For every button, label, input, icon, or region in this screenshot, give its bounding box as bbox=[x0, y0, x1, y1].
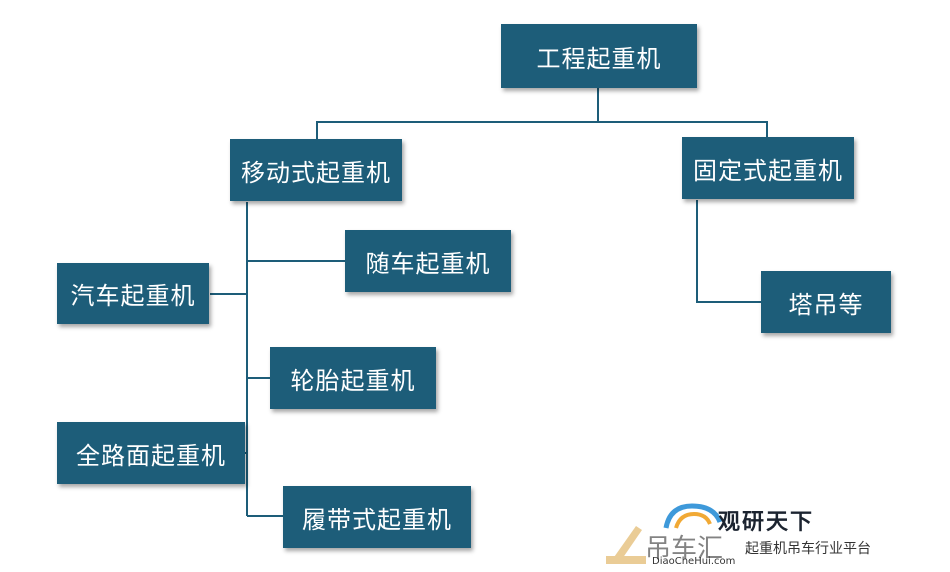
node-tower: 塔吊等 bbox=[761, 271, 891, 333]
node-truck: 汽车起重机 bbox=[57, 263, 209, 324]
watermark-logo-text: 观研天下 bbox=[718, 510, 815, 535]
watermark-brand: 吊车汇 bbox=[645, 534, 724, 564]
node-mobile: 移动式起重机 bbox=[230, 139, 402, 201]
watermark-slogan: 起重机吊车行业平台 bbox=[745, 541, 871, 557]
watermark-logo-icon bbox=[663, 503, 723, 529]
node-truck-mounted: 随车起重机 bbox=[345, 230, 511, 292]
node-tire: 轮胎起重机 bbox=[270, 347, 436, 409]
node-crawler: 履带式起重机 bbox=[283, 486, 471, 548]
watermark-url: DiaoCheHui.com bbox=[652, 556, 736, 567]
node-all-terrain: 全路面起重机 bbox=[57, 422, 245, 484]
node-fixed: 固定式起重机 bbox=[682, 137, 854, 199]
edge-root-mobile bbox=[316, 88, 599, 140]
edge-root-fixed bbox=[598, 121, 768, 138]
node-root: 工程起重机 bbox=[501, 24, 697, 88]
crane-watermark-icon bbox=[606, 526, 646, 564]
edge-fixed-tower bbox=[696, 200, 762, 303]
